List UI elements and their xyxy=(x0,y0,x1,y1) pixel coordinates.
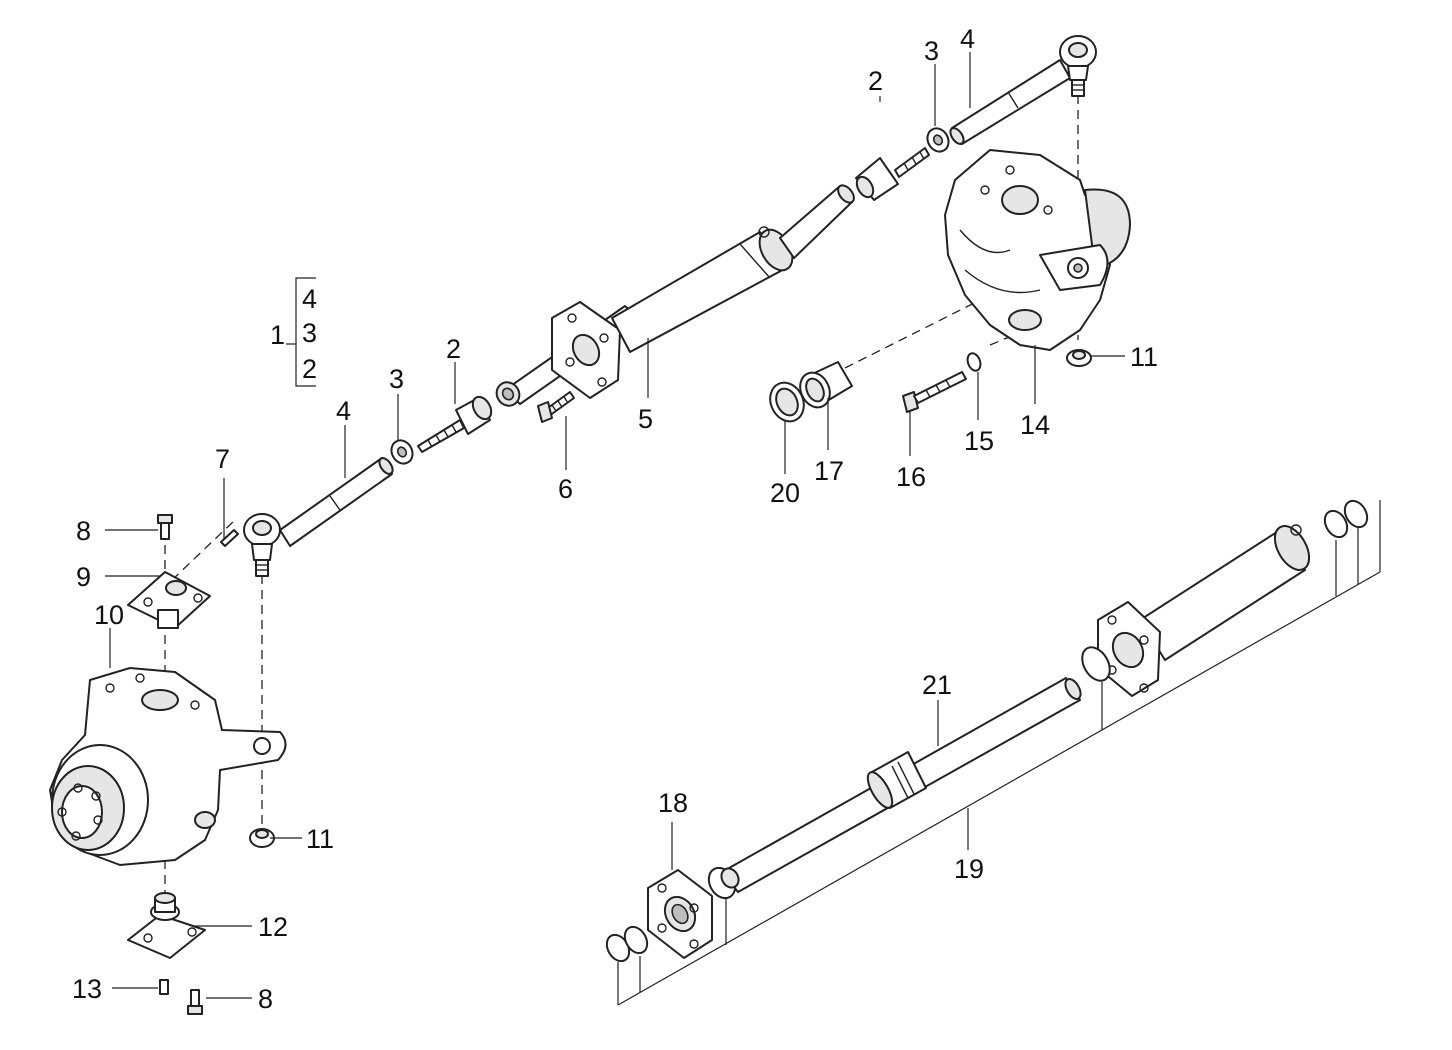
callout-15: 15 xyxy=(964,426,994,456)
callout-6: 6 xyxy=(558,474,573,504)
steering-knuckle-right xyxy=(944,149,1131,351)
lower-cylinder-assembly xyxy=(707,499,1369,900)
upper-king-pin-plate xyxy=(127,571,211,629)
callout-3-top: 3 xyxy=(924,36,939,66)
jam-nut-left xyxy=(390,439,414,465)
callout-18: 18 xyxy=(658,788,688,818)
callout-5: 5 xyxy=(638,404,653,434)
assembly-baseline xyxy=(617,500,1381,1006)
callout-21: 21 xyxy=(922,670,952,700)
callout-labels: 2 3 4 4 3 2 1 2 3 4 5 6 7 8 9 10 11 12 1… xyxy=(72,24,1158,1014)
inner-tie-rod-end-left xyxy=(417,395,493,453)
steering-cylinder xyxy=(495,184,855,407)
lower-king-pin-plate xyxy=(127,892,206,959)
washer-15 xyxy=(966,352,982,372)
seal-ring xyxy=(769,381,805,423)
callout-7: 7 xyxy=(215,444,230,474)
callout-14: 14 xyxy=(1020,410,1050,440)
bolt-16 xyxy=(902,371,967,413)
bolt-6 xyxy=(537,391,575,423)
callout-4-top: 4 xyxy=(960,24,975,54)
assembly-centerlines xyxy=(164,95,1079,905)
callout-2: 2 xyxy=(446,334,461,364)
steering-knuckle-left xyxy=(49,667,287,866)
callout-11-bottom: 11 xyxy=(306,824,334,854)
callout-19: 19 xyxy=(954,854,984,884)
callout-20: 20 xyxy=(770,478,800,508)
callout-16: 16 xyxy=(896,462,926,492)
callout-10: 10 xyxy=(94,600,124,630)
cotter-pin xyxy=(220,529,239,547)
kit-item-2: 3 xyxy=(302,318,317,348)
callout-9: 9 xyxy=(76,562,91,592)
callout-2-top: 2 xyxy=(868,66,883,96)
kit-number: 1 xyxy=(270,320,285,350)
tie-rod-right xyxy=(949,35,1097,145)
kit-bracket xyxy=(286,277,316,387)
castle-nut-top xyxy=(1066,349,1092,367)
kit-item-1: 4 xyxy=(302,284,317,314)
end-flange-18 xyxy=(647,869,713,959)
callout-8-bottom: 8 xyxy=(258,984,273,1014)
leader-lines xyxy=(105,52,1125,999)
callout-8-top: 8 xyxy=(76,516,91,546)
callout-17: 17 xyxy=(814,456,844,486)
bolt-8-top xyxy=(157,514,173,540)
bushing xyxy=(799,361,853,409)
tie-rod-left xyxy=(243,457,394,577)
callout-4: 4 xyxy=(336,396,351,426)
kit-item-3: 2 xyxy=(302,354,317,384)
inner-tie-rod-end-right xyxy=(855,147,930,201)
callout-3: 3 xyxy=(389,364,404,394)
grease-fitting xyxy=(159,979,169,995)
callout-12: 12 xyxy=(258,912,288,942)
jam-nut-right xyxy=(926,127,950,153)
end-rings-left xyxy=(605,925,649,963)
callout-13: 13 xyxy=(72,974,102,1004)
callout-11-top: 11 xyxy=(1130,342,1158,372)
bolt-8-bottom xyxy=(187,989,203,1015)
